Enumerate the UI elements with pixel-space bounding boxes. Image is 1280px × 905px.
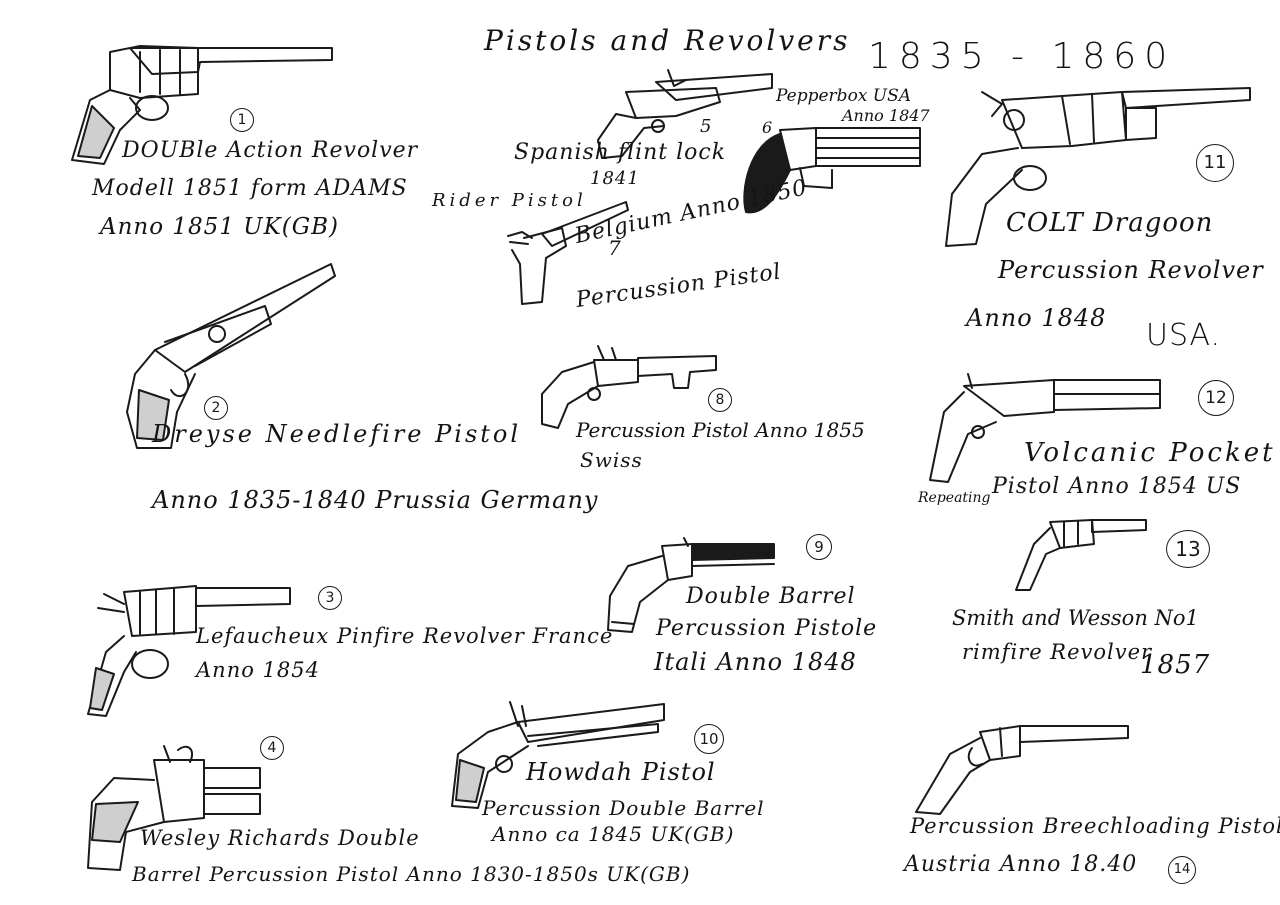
item-number-9: 9 bbox=[806, 534, 832, 560]
item-10-line-3: Anno ca 1845 UK(GB) bbox=[492, 822, 735, 846]
howdah-pistol-icon bbox=[451, 701, 665, 809]
revolver-icon bbox=[71, 45, 333, 165]
flintlock-pistol-icon bbox=[597, 69, 773, 159]
item-number-1: 1 bbox=[230, 108, 254, 132]
item-2-line-2: Anno 1835-1840 Prussia Germany bbox=[152, 486, 599, 514]
item-12-line-2: Repeating bbox=[918, 490, 991, 506]
item-5-number: 5 bbox=[700, 116, 713, 137]
item-3-line-1: Lefaucheux Pinfire Revolver France bbox=[196, 624, 614, 648]
item-14-line-2: Austria Anno 18.40 bbox=[904, 852, 1138, 877]
item-4-line-1: Wesley Richards Double bbox=[140, 826, 420, 850]
needlefire-pistol-icon bbox=[126, 263, 336, 449]
item-8-line-1: Percussion Pistol Anno 1855 bbox=[576, 418, 865, 442]
item-6-line-2: Anno 1847 bbox=[842, 106, 930, 125]
item-9-line-2: Percussion Pistole bbox=[656, 616, 878, 641]
pepperbox-icon bbox=[743, 127, 921, 214]
item-number-12: 12 bbox=[1198, 380, 1234, 416]
item-number-8: 8 bbox=[708, 388, 732, 412]
item-9-line-1: Double Barrel bbox=[686, 584, 856, 609]
item-6-line-1: Pepperbox USA bbox=[776, 86, 912, 106]
percussion-pistol-icon bbox=[541, 345, 717, 429]
item-number-2: 2 bbox=[204, 396, 228, 420]
item-13-line-1: Smith and Wesson No1 bbox=[952, 606, 1199, 630]
item-number-4: 4 bbox=[260, 736, 284, 760]
double-barrel-pistol-icon bbox=[87, 745, 261, 871]
item-3-line-2: Anno 1854 bbox=[196, 658, 320, 682]
breechloading-pistol-icon bbox=[915, 725, 1129, 815]
item-5-line-1: Spanish flint lock bbox=[514, 140, 727, 165]
item-4-line-2: Barrel Percussion Pistol Anno 1830-1850s… bbox=[132, 862, 691, 886]
item-number-13: 13 bbox=[1166, 530, 1210, 568]
item-12-line-3: Pistol Anno 1854 US bbox=[992, 474, 1242, 499]
item-10-line-1: Howdah Pistol bbox=[526, 758, 716, 786]
item-7-number: 7 bbox=[608, 236, 622, 260]
item-7-line-1: Rider Pistol bbox=[432, 190, 587, 211]
item-8-line-2: Swiss bbox=[580, 448, 643, 472]
item-9-line-3: Itali Anno 1848 bbox=[654, 648, 857, 676]
item-1-line-1: DOUBle Action Revolver bbox=[122, 138, 419, 163]
item-1-line-3: Anno 1851 UK(GB) bbox=[100, 214, 340, 240]
item-number-3: 3 bbox=[318, 586, 342, 610]
item-5-line-2: 1841 bbox=[590, 168, 640, 189]
item-1-line-2: Modell 1851 form ADAMS bbox=[92, 176, 408, 201]
item-number-10: 10 bbox=[694, 724, 724, 754]
item-11-line-2: Percussion Revolver bbox=[998, 256, 1264, 284]
item-11-line-4: USA. bbox=[1146, 318, 1222, 353]
colt-dragoon-icon bbox=[945, 87, 1251, 247]
item-12-line-1: Volcanic Pocket bbox=[1024, 438, 1276, 468]
item-6-number: 6 bbox=[762, 118, 774, 137]
item-11-line-1: COLT Dragoon bbox=[1006, 208, 1214, 238]
item-13-line-2: rimfire Revolver bbox=[962, 640, 1153, 664]
volcanic-pistol-icon bbox=[929, 373, 1161, 483]
item-13-line-3: 1857 bbox=[1140, 650, 1211, 680]
sheet-title: Pistols and Revolvers bbox=[484, 24, 851, 57]
smith-wesson-revolver-icon bbox=[1015, 519, 1147, 591]
item-2-line-1: Dreyse Needlefire Pistol bbox=[152, 420, 522, 448]
rider-pistol-icon bbox=[507, 201, 629, 305]
item-10-line-2: Percussion Double Barrel bbox=[482, 796, 765, 820]
item-number-11: 11 bbox=[1196, 144, 1234, 182]
item-11-line-3: Anno 1848 bbox=[966, 304, 1107, 332]
pinfire-revolver-icon bbox=[87, 585, 291, 717]
item-number-14: 14 bbox=[1168, 856, 1196, 884]
item-14-line-1: Percussion Breechloading Pistol bbox=[910, 814, 1280, 838]
sheet-title-years: 1835 - 1860 bbox=[868, 36, 1176, 77]
double-barrel-pistol-icon bbox=[607, 537, 775, 633]
